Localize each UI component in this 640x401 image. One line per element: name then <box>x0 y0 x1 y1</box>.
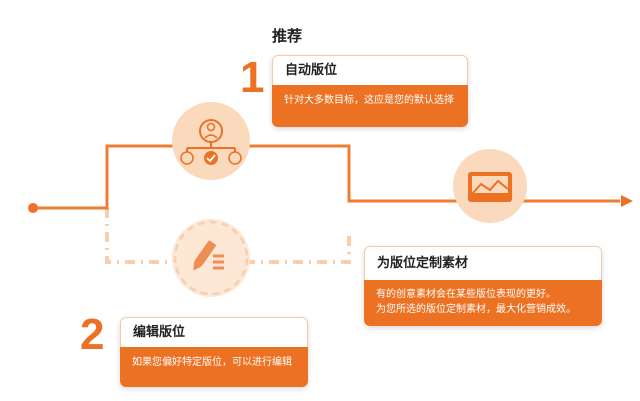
option-2-number: 2 <box>80 310 105 359</box>
customize-assets-card[interactable]: 为版位定制素材 有的创意素材会在某些版位表现的更好。 为您所选的版位定制素材，最… <box>364 246 602 326</box>
auto-placements-title: 自动版位 <box>272 55 468 85</box>
option-1-number: 1 <box>240 53 265 102</box>
audience-network-icon <box>172 102 250 180</box>
image-frame-icon <box>453 149 527 223</box>
edit-placements-title: 编辑版位 <box>120 317 308 347</box>
pencil-list-icon <box>172 219 250 297</box>
edit-placements-desc: 如果您偏好特定版位，可以进行编辑 <box>120 347 308 387</box>
auto-placements-desc: 针对大多数目标，这应是您的默认选择 <box>272 85 468 127</box>
customize-assets-desc-line-1: 有的创意素材会在某些版位表现的更好。 <box>376 289 556 300</box>
main-flow-line <box>33 144 620 210</box>
auto-placements-card[interactable]: 自动版位 针对大多数目标，这应是您的默认选择 <box>272 55 468 127</box>
edit-placements-card[interactable]: 编辑版位 如果您偏好特定版位，可以进行编辑 <box>120 317 308 387</box>
customize-assets-desc-line-2: 为您所选的版位定制素材，最大化营销成效。 <box>376 304 576 315</box>
recommended-heading: 推荐 <box>272 27 303 45</box>
customize-assets-title: 为版位定制素材 <box>364 246 602 280</box>
flow-start-dot <box>28 203 38 213</box>
customize-assets-desc: 有的创意素材会在某些版位表现的更好。 为您所选的版位定制素材，最大化营销成效。 <box>364 280 602 326</box>
flow-arrowhead <box>621 195 633 207</box>
